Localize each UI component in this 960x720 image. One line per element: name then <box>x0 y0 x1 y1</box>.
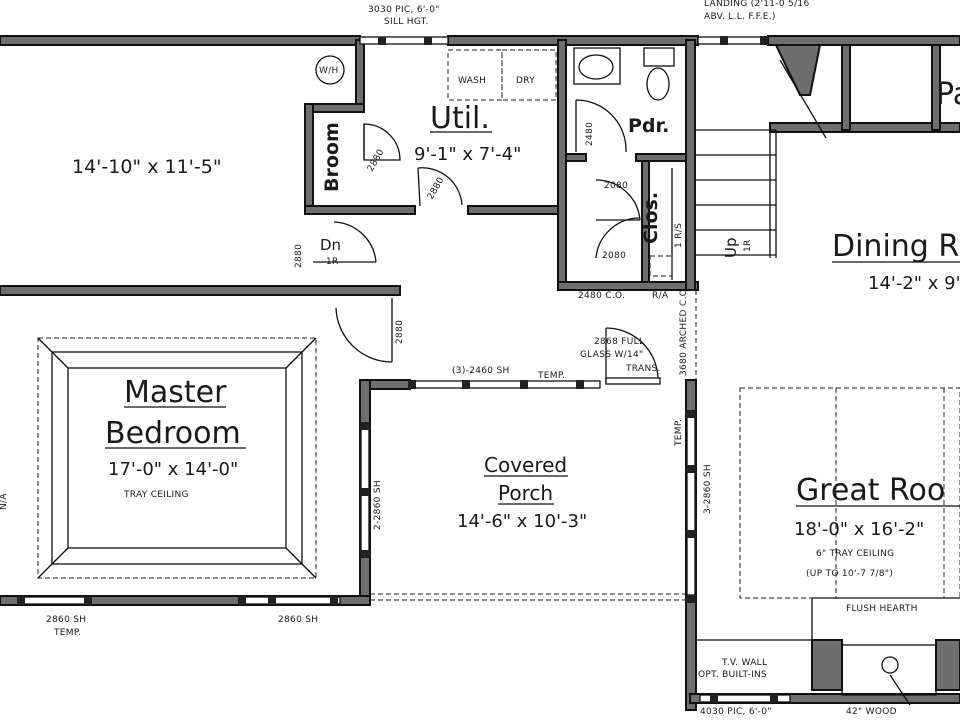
porch-name-2: Porch <box>498 481 553 505</box>
rod-shelf-label: 1 R/S <box>674 223 684 248</box>
walls <box>0 35 960 711</box>
dryer-label: DRY <box>516 76 535 86</box>
temp-note-porch-right: TEMP. <box>674 419 684 447</box>
full-glass-note-1: 2868 FULL <box>594 337 644 347</box>
porch-name-1: Covered <box>484 453 567 477</box>
water-heater-label: W/H <box>319 66 339 76</box>
master-dims: 17'-0" x 14'-0" <box>108 459 238 480</box>
full-glass-note-3: TRANS. <box>625 364 661 374</box>
door-2880-stair: 2880 <box>294 244 304 268</box>
door-2080-clos-bottom: 2080 <box>602 251 626 261</box>
door-2880-master: 2880 <box>395 320 405 344</box>
temp-note-porch-top: TEMP. <box>537 371 565 381</box>
stair-down-riser: 1R <box>326 257 339 267</box>
dining-dims: 14'-2" x 9' <box>868 273 960 294</box>
great-room-ceiling-2: (UP TO 10'-7 7/8") <box>806 569 893 579</box>
window-2-2860-note: 2-2860 SH <box>373 480 383 530</box>
window-2860-bottom-left: 2860 SH <box>46 615 86 625</box>
na-note: N/A <box>0 493 9 510</box>
fixtures <box>37 47 960 706</box>
stair-up-label: Up <box>722 237 740 258</box>
tv-wall-note-2: OPT. BUILT-INS <box>698 670 767 680</box>
broom-label: Broom <box>321 122 343 192</box>
partial-room-name: Pa <box>936 77 960 112</box>
doors <box>313 99 661 385</box>
door-2480-pdr: 2480 <box>585 122 595 146</box>
master-ceiling: TRAY CEILING <box>123 490 189 500</box>
window-2460-note: (3)-2460 SH <box>452 366 510 376</box>
master-name-2: Bedroom <box>105 416 241 451</box>
porch-dims: 14'-6" x 10'-3" <box>457 511 587 532</box>
landing-note-2: ABV. L.L. F.F.E.) <box>704 12 776 22</box>
top-window-note-2: SILL HGT. <box>384 17 429 27</box>
left-room-dims: 14'-10" x 11'-5" <box>72 156 222 178</box>
great-room-dims: 18'-0" x 16'-2" <box>794 519 924 540</box>
windows <box>17 36 791 703</box>
pdr-label: Pdr. <box>628 115 669 137</box>
full-glass-note-2: GLASS W/14" <box>580 350 643 360</box>
door-2080-clos-top: 2080 <box>604 181 628 191</box>
top-window-note-1: 3030 PIC, 6'-0" <box>368 5 440 15</box>
stair-up-riser: 1R <box>743 239 753 252</box>
stair-down-label: Dn <box>320 236 341 254</box>
window-2860-bottom-mid: 2860 SH <box>278 615 318 625</box>
cased-opening-2480: 2480 C.O. <box>578 291 625 301</box>
dining-name: Dining R <box>832 229 959 264</box>
util-name: Util. <box>430 101 490 136</box>
landing-note-1: LANDING (2'11-0 5/16 <box>704 0 809 9</box>
window-3-2860-note: 3-2860 SH <box>703 464 713 514</box>
clos-label: Clos. <box>640 192 662 244</box>
temp-note-bottom-left: TEMP. <box>53 628 81 638</box>
wood-note: 42" WOOD <box>846 707 897 717</box>
master-name-1: Master <box>124 375 227 410</box>
arched-opening-note: 3680 ARCHED C.O. <box>679 286 689 376</box>
bottom-window-note: 4030 PIC, 6'-0" <box>700 707 772 717</box>
flush-hearth-note: FLUSH HEARTH <box>846 604 918 614</box>
tv-wall-note-1: T.V. WALL <box>721 658 767 668</box>
door-2880-util: 2880 <box>426 176 447 202</box>
return-air-label: R/A <box>652 291 669 301</box>
room-labels: 14'-10" x 11'-5" Util. 9'-1" x 7'-4" Bro… <box>72 77 960 579</box>
washer-label: WASH <box>458 76 486 86</box>
great-room-ceiling-1: 6" TRAY CEILING <box>816 549 894 559</box>
util-dims: 9'-1" x 7'-4" <box>414 144 521 165</box>
great-room-name: Great Roo <box>796 473 945 508</box>
